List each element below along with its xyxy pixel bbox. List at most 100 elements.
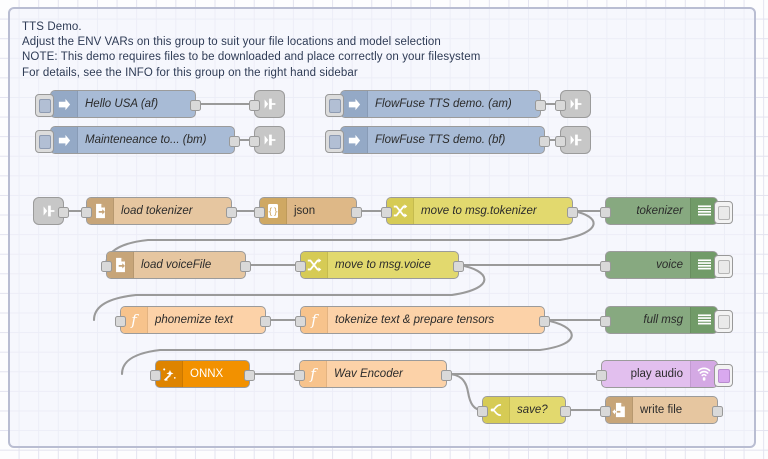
change-node-move-to-tokenizer[interactable]: move to msg.tokenizer [381,197,578,225]
group-note-text: TTS Demo. Adjust the ENV VARs on this gr… [22,21,481,79]
onnx-node[interactable]: ONNX [150,360,255,388]
input-port[interactable] [600,406,611,417]
function-node-wav-encoder[interactable]: f Wav Encoder [294,360,452,388]
output-port[interactable] [240,261,251,272]
link-out-icon [264,134,275,146]
node-label: load tokenizer [121,205,193,217]
output-port[interactable] [539,136,550,147]
output-port[interactable] [539,316,550,327]
debug-enable-toggle[interactable] [714,201,733,224]
debug-lines-icon [690,252,717,278]
input-port[interactable] [115,316,126,327]
audio-status-toggle[interactable] [714,364,733,387]
node-label: full msg [643,314,683,326]
inject-trigger-button[interactable] [35,94,54,117]
input-port[interactable] [294,370,305,381]
link-out-node-1[interactable] [249,90,285,118]
input-port[interactable] [249,100,260,111]
link-in-node-1[interactable] [33,197,69,225]
file-in-icon [107,252,134,278]
output-port[interactable] [712,406,723,417]
output-port[interactable] [560,406,571,417]
link-out-node-2[interactable] [249,126,285,154]
inject-node-flowfuse-am[interactable]: FlowFuse TTS demo. (am) [325,90,546,118]
inject-node-maintenance[interactable]: Mainteneance to... (bm) [35,126,240,154]
output-port[interactable] [535,100,546,111]
inject-trigger-button[interactable] [325,94,344,117]
debug-enable-toggle[interactable] [714,310,733,333]
link-out-node-4[interactable] [555,126,591,154]
output-port[interactable] [567,207,578,218]
node-label: Mainteneance to... (bm) [85,134,207,146]
output-port[interactable] [58,207,69,218]
link-in-icon [43,205,54,217]
function-node-tokenize-tensors[interactable]: f tokenize text & prepare tensors [295,306,550,334]
input-port[interactable] [555,136,566,147]
output-port[interactable] [190,100,201,111]
debug-node-tokenizer[interactable]: tokenizer [600,197,733,225]
node-label: save? [517,404,548,416]
input-port[interactable] [249,136,260,147]
input-port[interactable] [254,207,265,218]
json-node[interactable]: {} json [254,197,362,225]
node-label: load voiceFile [141,259,212,271]
debug-lines-icon [690,198,717,224]
input-port[interactable] [150,370,161,381]
output-port[interactable] [453,261,464,272]
file-in-node-load-tokenizer[interactable]: load tokenizer [81,197,237,225]
node-label: move to msg.voice [335,259,431,271]
node-label: tokenize text & prepare tensors [335,314,495,326]
link-out-node-3[interactable] [555,90,591,118]
input-port[interactable] [596,370,607,381]
input-port[interactable] [555,100,566,111]
change-node-move-to-voice[interactable]: move to msg.voice [295,251,464,279]
node-label: tokenizer [636,205,683,217]
node-label: Hello USA (af) [85,98,159,110]
node-label: FlowFuse TTS demo. (am) [375,98,512,110]
input-port[interactable] [477,406,488,417]
node-label: voice [656,259,683,271]
svg-text:f: f [130,312,139,328]
file-out-node-write-file[interactable]: write file [600,396,723,424]
node-label: ONNX [190,368,224,380]
function-f-icon: f [121,307,148,333]
inject-arrow-icon [341,91,368,117]
switch-node-save[interactable]: save? [477,396,571,424]
output-port[interactable] [260,316,271,327]
link-out-icon [570,98,581,110]
node-label: FlowFuse TTS demo. (bf) [375,134,506,146]
input-port[interactable] [600,316,611,327]
file-in-node-load-voicefile[interactable]: load voiceFile [101,251,251,279]
inject-node-flowfuse-bf[interactable]: FlowFuse TTS demo. (bf) [325,126,550,154]
output-port[interactable] [351,207,362,218]
debug-node-voice[interactable]: voice [600,251,733,279]
input-port[interactable] [295,316,306,327]
audio-out-node-play-audio[interactable]: play audio [596,360,733,388]
inject-trigger-button[interactable] [325,130,344,153]
input-port[interactable] [101,261,112,272]
node-label: json [294,205,316,217]
inject-trigger-button[interactable] [35,130,54,153]
node-label: write file [640,404,683,416]
node-label: Wav Encoder [334,368,403,380]
debug-lines-icon [690,307,717,333]
input-port[interactable] [600,261,611,272]
inject-arrow-icon [341,127,368,153]
speaker-icon [690,361,717,387]
file-out-icon [606,397,633,423]
debug-node-full-msg[interactable]: full msg [600,306,733,334]
inject-node-hello-usa[interactable]: Hello USA (af) [35,90,201,118]
input-port[interactable] [81,207,92,218]
output-port[interactable] [244,370,255,381]
node-label: play audio [630,368,683,380]
output-port[interactable] [229,136,240,147]
svg-text:{}: {} [268,208,279,218]
input-port[interactable] [381,207,392,218]
debug-enable-toggle[interactable] [714,255,733,278]
input-port[interactable] [295,261,306,272]
output-port[interactable] [226,207,237,218]
input-port[interactable] [600,207,611,218]
output-port[interactable] [441,370,452,381]
function-node-phonemize-text[interactable]: f phonemize text [115,306,271,334]
